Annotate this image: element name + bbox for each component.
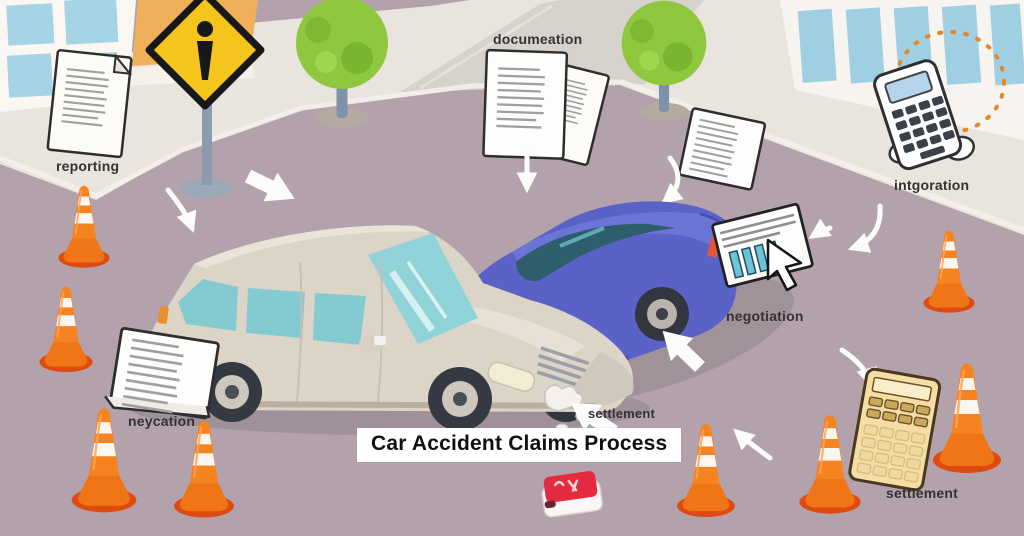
label-documentation: documeation — [493, 31, 583, 47]
label-settlement-tag: settlement — [588, 406, 656, 421]
first-aid-box-icon — [541, 471, 603, 518]
beige-car — [147, 225, 634, 431]
label-notification: neycation — [128, 413, 196, 429]
label-reporting: reporting — [56, 158, 120, 174]
curb-edge — [0, 79, 1024, 233]
title-banner: Car Accident Claims Process — [357, 428, 682, 462]
calculator-icon — [848, 367, 942, 492]
bar-chart-cursor-icon — [711, 202, 814, 292]
page-title: Car Accident Claims Process — [371, 432, 668, 455]
calculator-in-hands-icon — [873, 30, 1006, 171]
label-negotiation: negotiation — [726, 308, 804, 324]
left-building — [0, 0, 136, 112]
pedestrian-sign-icon — [145, 0, 265, 198]
sheet-on-car-icon — [104, 327, 220, 420]
label-settlement: settlement — [886, 485, 959, 501]
cursor-arrow-icon — [766, 238, 803, 292]
tilted-document-icon — [678, 107, 767, 191]
label-integration: intgoration — [894, 177, 970, 193]
document-icon — [46, 49, 133, 159]
documents-stack-icon — [482, 48, 610, 166]
